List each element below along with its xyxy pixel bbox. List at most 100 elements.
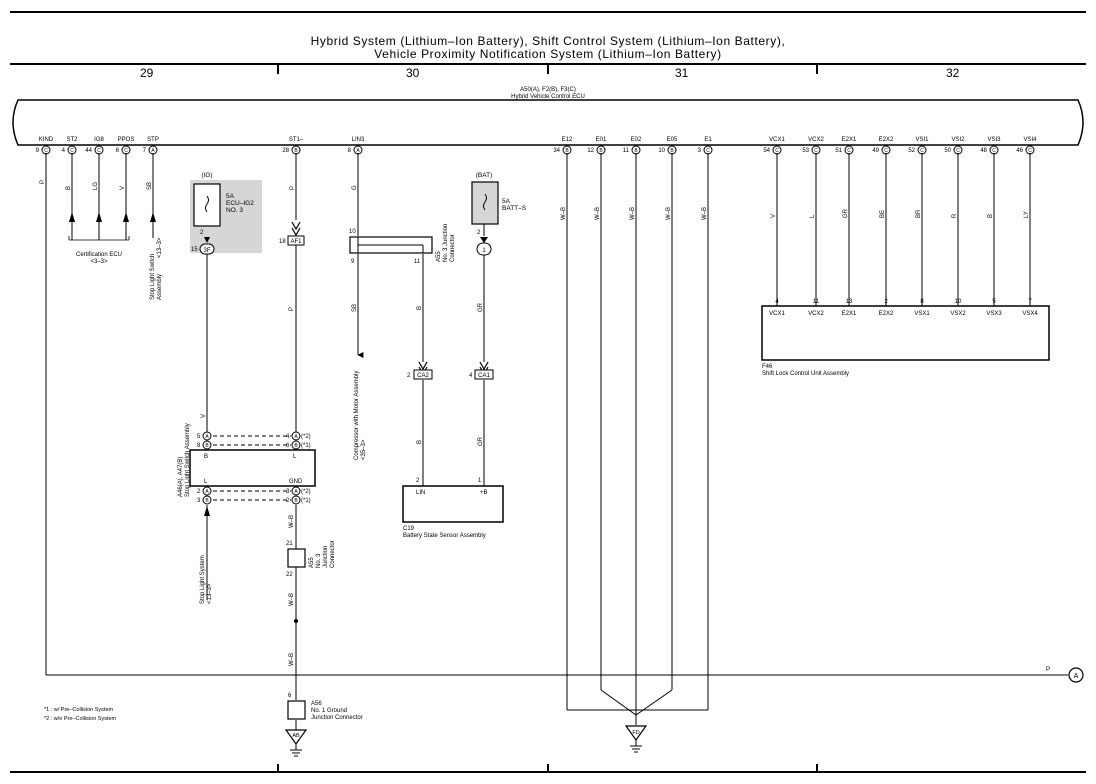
ecu-connector-letter: C — [992, 148, 996, 154]
shift-lock-pin-label: E2X1 — [842, 311, 857, 317]
shift-lock-pin-label: E2X2 — [879, 311, 894, 317]
shift-lock-control-unit-assembly: F46 Shift Lock Control Unit Assembly 4VC… — [761, 299, 1050, 377]
svg-text:B: B — [294, 443, 298, 449]
svg-text:<35–3>: <35–3> — [361, 439, 367, 460]
ecu-pin-number: 11 — [623, 148, 630, 154]
svg-text:6: 6 — [286, 443, 290, 449]
ecu-connector-letter: C — [956, 148, 960, 154]
connector-af1: AF1 18 P — [279, 221, 305, 311]
connector-ca1: CA1 4 GR — [469, 361, 494, 446]
ecu-pin-number: 54 — [763, 148, 770, 154]
svg-text:AF1: AF1 — [290, 239, 302, 245]
svg-text:3: 3 — [286, 489, 290, 495]
ecu-connector-letter: C — [97, 148, 101, 154]
ground-junction-connector-a56: 6 A56 No. 1 Ground Junction Connector — [287, 693, 363, 721]
ecu-connector-letter: C — [884, 148, 888, 154]
ecu-connector-letter: C — [775, 148, 779, 154]
ecu-pin-label: STP — [147, 137, 159, 143]
wire-color-label: R — [952, 213, 958, 218]
section-number: 30 — [406, 66, 420, 80]
junction-connector-a55: 10 9 11 A55 No. 3 Junction Connector SB … — [349, 224, 484, 312]
svg-text:A: A — [205, 434, 209, 440]
svg-text:18: 18 — [279, 239, 286, 245]
svg-text:GND: GND — [289, 479, 303, 485]
svg-text:(*2): (*2) — [301, 434, 311, 440]
ecu-pin-label: E05 — [667, 137, 678, 143]
wire-color-label: GR — [843, 208, 849, 218]
ecu-pin-number: 53 — [802, 148, 809, 154]
svg-text:8: 8 — [197, 443, 201, 449]
svg-text:3F: 3F — [203, 248, 210, 254]
svg-text:<13–3>: <13–3> — [157, 237, 163, 258]
hybrid-vehicle-control-ecu: A50(A), F2(B), F3(C) Hybrid Vehicle Cont… — [12, 87, 1084, 146]
ecu-pin-number: 44 — [85, 148, 92, 154]
wire-color-label: B — [988, 214, 994, 218]
svg-text:Junction: Junction — [323, 546, 329, 568]
svg-text:A56: A56 — [311, 701, 322, 707]
ground-point-fd: FD — [624, 725, 648, 753]
svg-text:GR: GR — [478, 436, 484, 446]
shift-lock-pin-label: VSX4 — [1022, 311, 1038, 317]
ecu-pin-number: 52 — [908, 148, 915, 154]
svg-text:B: B — [417, 306, 423, 310]
shift-lock-pin-number: 11 — [813, 299, 820, 305]
ecu-pin-label: E2X2 — [879, 137, 894, 143]
svg-text:B: B — [205, 443, 209, 449]
compressor-with-motor-label: Compressor with Motor Assembly <35–3> — [354, 371, 367, 460]
section-number: 32 — [946, 66, 960, 80]
svg-text:CA2: CA2 — [417, 373, 429, 379]
connector-ca2: CA2 2 B — [407, 361, 433, 444]
svg-text:A: A — [294, 489, 298, 495]
svg-text:(BAT): (BAT) — [476, 172, 493, 179]
shift-lock-pin-number: 5 — [992, 299, 996, 305]
ecu-connector-letter: A — [151, 148, 155, 154]
ecu-connector-letter: C — [44, 148, 48, 154]
svg-text:(*1): (*1) — [301, 443, 311, 449]
ecu-name: Hybrid Vehicle Control ECU — [511, 94, 585, 100]
ecu-pin-label: E1 — [704, 137, 712, 143]
svg-text:B: B — [205, 498, 209, 504]
ecu-pin-number: 3 — [698, 148, 702, 154]
svg-text:10: 10 — [349, 229, 356, 235]
svg-text:5A: 5A — [226, 193, 235, 200]
ecu-pin-label: E12 — [562, 137, 573, 143]
stop-light-system-ref: Stop Light System <13–3> — [200, 506, 213, 604]
connector-a-endpoint: P A — [1046, 667, 1084, 683]
svg-text:B: B — [204, 454, 208, 460]
svg-text:4: 4 — [286, 434, 290, 440]
wire-color-label: W–B — [666, 207, 672, 220]
splice-point — [294, 619, 298, 623]
ecu-pin-label: VCX2 — [808, 137, 824, 143]
svg-text:Shift Lock Control Unit Assemb: Shift Lock Control Unit Assembly — [762, 371, 849, 377]
svg-text:*2 : w/o Pre–Collision System: *2 : w/o Pre–Collision System — [44, 716, 117, 722]
svg-text:9: 9 — [351, 259, 355, 265]
ecu-connector-letter: A — [356, 148, 360, 154]
svg-text:Stop Light System: Stop Light System — [200, 555, 206, 604]
svg-text:BATT–S: BATT–S — [502, 205, 527, 212]
svg-text:A55: A55 — [436, 251, 442, 262]
svg-text:LIN: LIN — [416, 490, 425, 496]
svg-text:P: P — [289, 307, 295, 311]
svg-text:(*2): (*2) — [301, 489, 311, 495]
ecu-connector-letter: C — [124, 148, 128, 154]
wires — [45, 153, 1068, 730]
svg-text:6: 6 — [288, 693, 292, 699]
wire-color-label: P — [290, 186, 296, 190]
battery-state-sensor-assembly: 2 1 LIN +B C19 Battery State Sensor Asse… — [402, 478, 504, 539]
wire-color-label: V — [120, 186, 126, 190]
ecu-pin-number: 10 — [658, 148, 665, 154]
shift-lock-pin-label: VSX1 — [914, 311, 930, 317]
svg-text:3: 3 — [197, 498, 201, 504]
stop-light-switch-assembly: V A B A B A B A B — [178, 414, 316, 505]
svg-text:2: 2 — [197, 489, 201, 495]
ecu-ref: A50(A), F2(B), F3(C) — [520, 87, 576, 93]
wire-color-label: W–B — [289, 653, 295, 666]
svg-text:A: A — [1074, 673, 1079, 680]
svg-text:A: A — [294, 434, 298, 440]
svg-text:Compressor with Motor Assembly: Compressor with Motor Assembly — [354, 371, 360, 460]
svg-text:11: 11 — [414, 259, 421, 265]
svg-text:B: B — [417, 440, 423, 444]
ecu-pin-number: 9 — [36, 148, 40, 154]
svg-text:A: A — [205, 489, 209, 495]
